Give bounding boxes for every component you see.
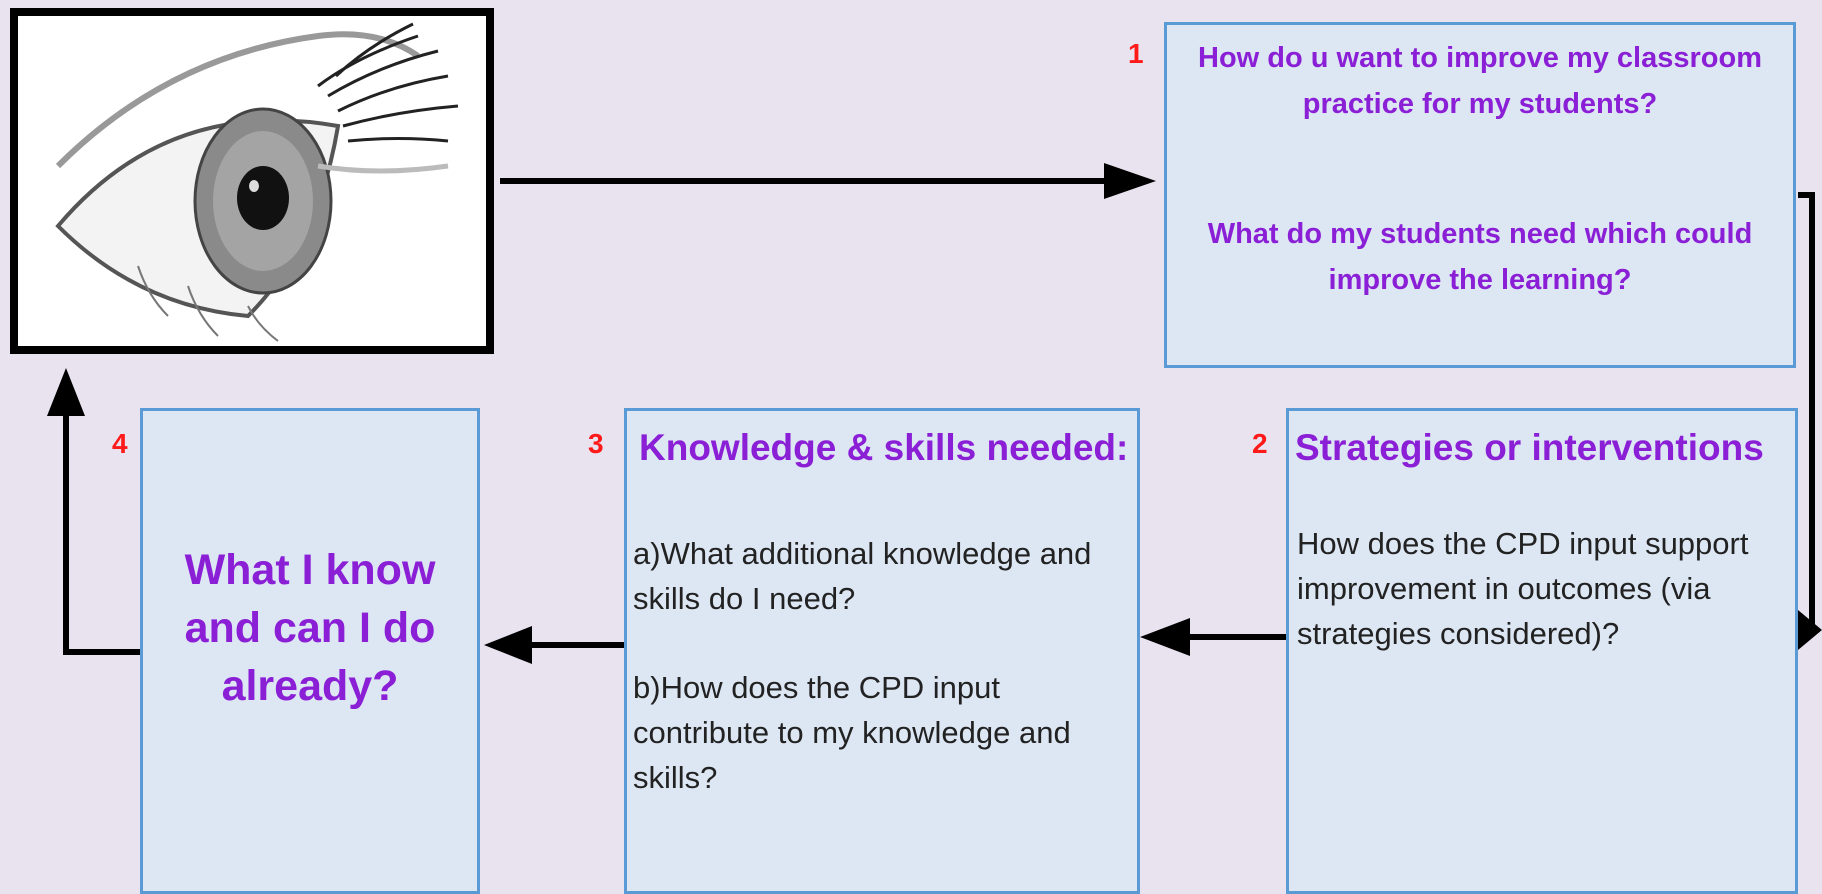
step-number-1: 1 <box>1128 38 1144 69</box>
step3-question-b: b)How does the CPD input contribute to m… <box>633 670 1071 795</box>
step1-box: How do u want to improve my classroom pr… <box>1164 22 1796 368</box>
step2-box: Strategies or interventions How does the… <box>1286 408 1798 894</box>
step2-body: How does the CPD input support improveme… <box>1297 526 1749 651</box>
step4-box: What I know and can I do already? <box>140 408 480 894</box>
step3-body: a)What additional knowledge and skills d… <box>633 531 1133 800</box>
step1-question-student-needs: What do my students need which could imp… <box>1207 218 1753 296</box>
eye-image-frame <box>10 8 494 354</box>
step4-title: What I know and can I do already? <box>184 546 436 710</box>
arrow-step1-to-step2 <box>1798 192 1822 650</box>
arrow-step4-to-eye <box>47 368 140 655</box>
arrow-step2-to-step3 <box>1140 618 1286 656</box>
step-number-3: 3 <box>588 428 604 459</box>
arrow-step3-to-step4 <box>484 626 624 664</box>
step3-box: Knowledge & skills needed: a)What additi… <box>624 408 1140 894</box>
arrow-eye-to-step1 <box>500 163 1156 199</box>
step3-question-a: a)What additional knowledge and skills d… <box>633 536 1092 616</box>
step1-question-classroom-practice: How do u want to improve my classroom pr… <box>1198 42 1762 120</box>
step-number-4: 4 <box>112 428 128 459</box>
step-number-2: 2 <box>1252 428 1268 459</box>
step3-title: Knowledge & skills needed: <box>639 427 1129 468</box>
eye-icon <box>18 16 486 346</box>
step2-title: Strategies or interventions <box>1295 427 1764 468</box>
